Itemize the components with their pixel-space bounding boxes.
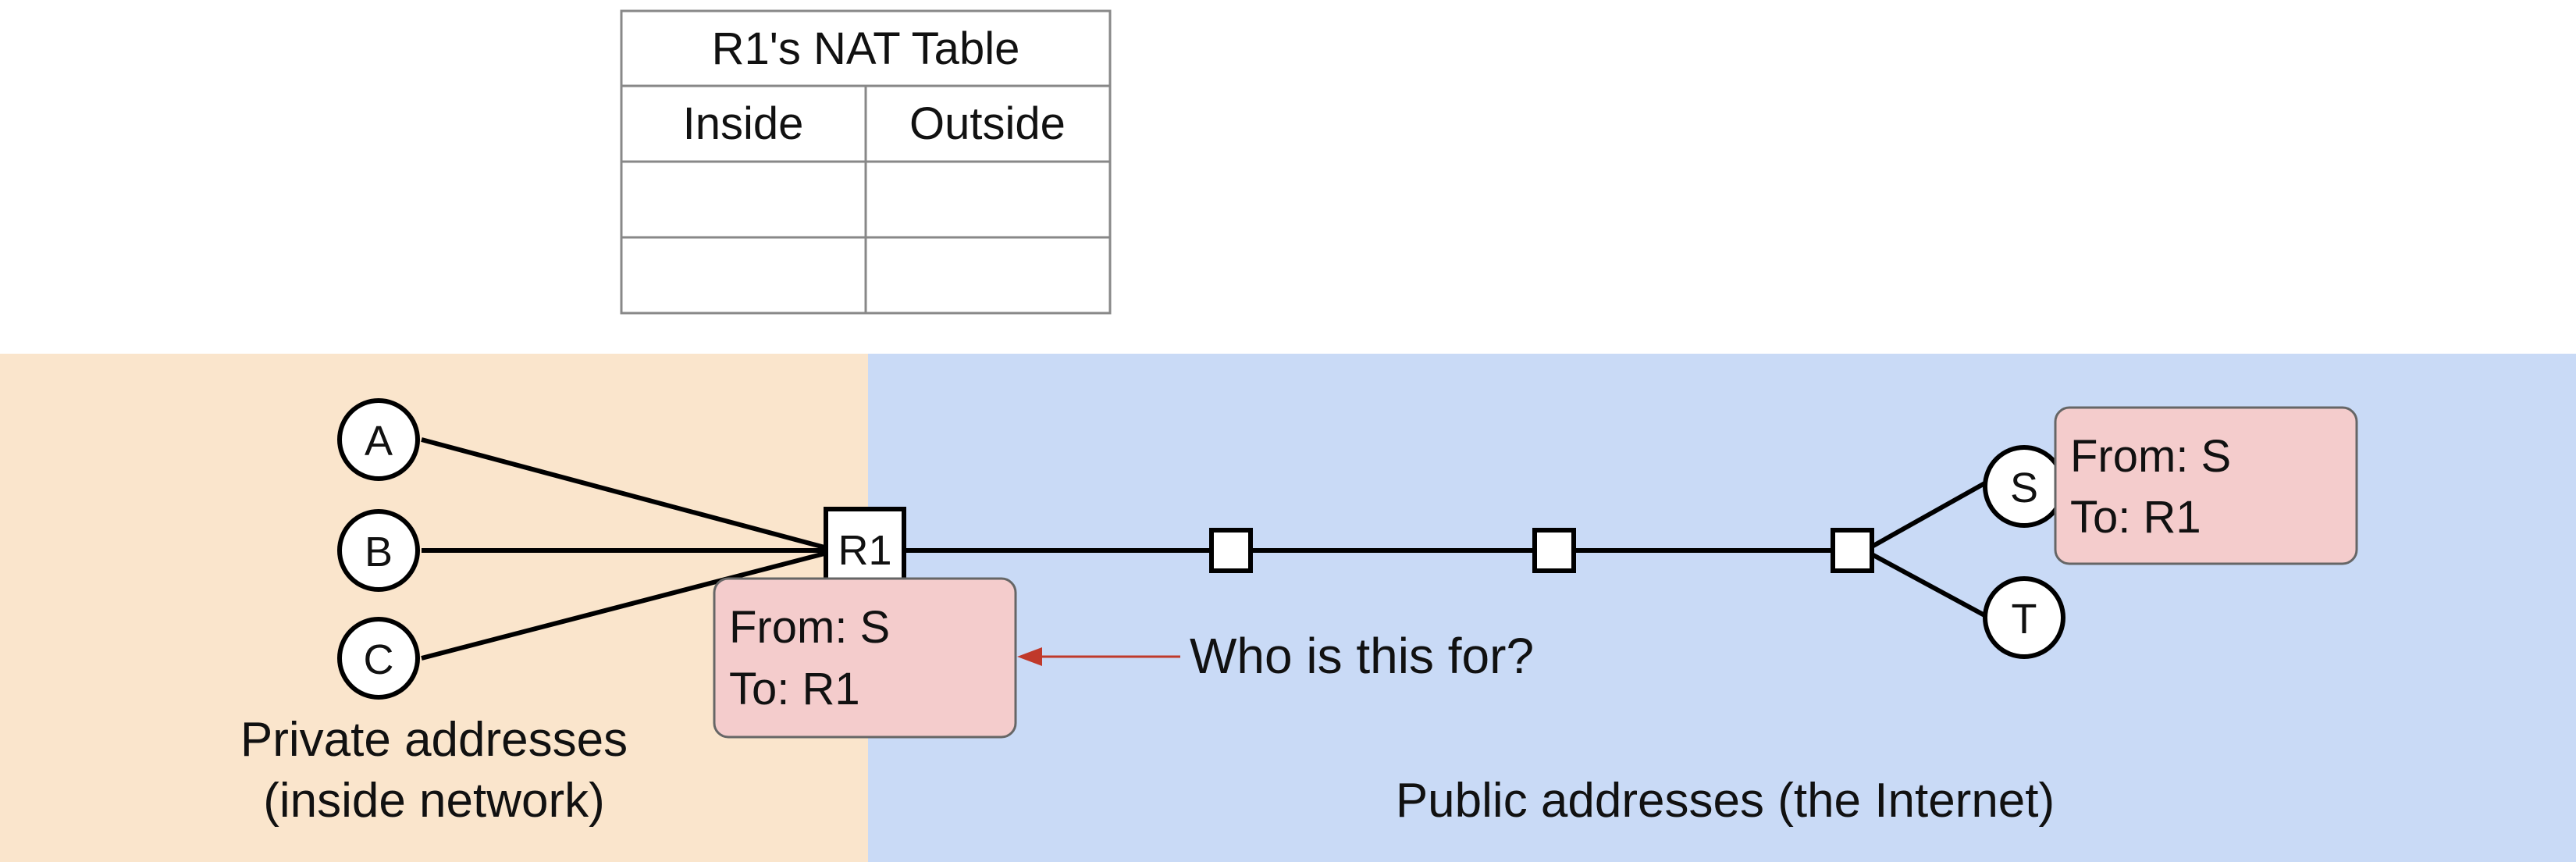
- link-c-r1: [421, 550, 828, 661]
- question-annotation: Who is this for?: [1017, 628, 1534, 684]
- arrowhead-icon: [1017, 647, 1042, 666]
- packet-at-s-from: From: S: [2070, 431, 2231, 482]
- internet-router: [1831, 528, 1874, 573]
- private-zone-label-line1: Private addresses: [240, 713, 628, 767]
- packet-at-r1-from: From: S: [729, 602, 890, 653]
- host-s: S: [1983, 445, 2065, 528]
- question-text: Who is this for?: [1190, 628, 1534, 684]
- packet-at-s-to: To: R1: [2070, 492, 2201, 543]
- private-zone-label-line2: (inside network): [263, 774, 605, 828]
- host-t-label: T: [2012, 596, 2037, 643]
- link-switch-s: [1870, 479, 1989, 549]
- packet-at-s: From: S To: R1: [2054, 406, 2358, 565]
- router-r1-label: R1: [838, 527, 891, 574]
- nat-table: R1's NAT Table Inside Outside: [620, 9, 1112, 315]
- host-b: B: [337, 509, 420, 592]
- internet-router: [1532, 528, 1576, 573]
- link-a-r1: [421, 437, 828, 550]
- nat-table-header-inside: Inside: [683, 98, 804, 149]
- host-a-label: A: [365, 418, 393, 465]
- host-b-label: B: [365, 529, 393, 575]
- link-switch-t: [1870, 552, 1989, 619]
- internet-router: [1209, 528, 1253, 573]
- public-zone-label: Public addresses (the Internet): [1396, 774, 2055, 828]
- packet-at-r1-to: To: R1: [729, 664, 860, 714]
- host-c: C: [337, 617, 420, 700]
- host-s-label: S: [2010, 465, 2038, 511]
- packet-at-r1: From: S To: R1: [713, 577, 1017, 739]
- network-links: [421, 437, 1989, 661]
- nat-table-header-outside: Outside: [909, 98, 1066, 149]
- host-c-label: C: [364, 636, 394, 683]
- host-t: T: [1983, 576, 2065, 659]
- nat-table-title: R1's NAT Table: [712, 23, 1020, 74]
- host-a: A: [337, 398, 420, 481]
- router-r1: R1: [824, 507, 906, 590]
